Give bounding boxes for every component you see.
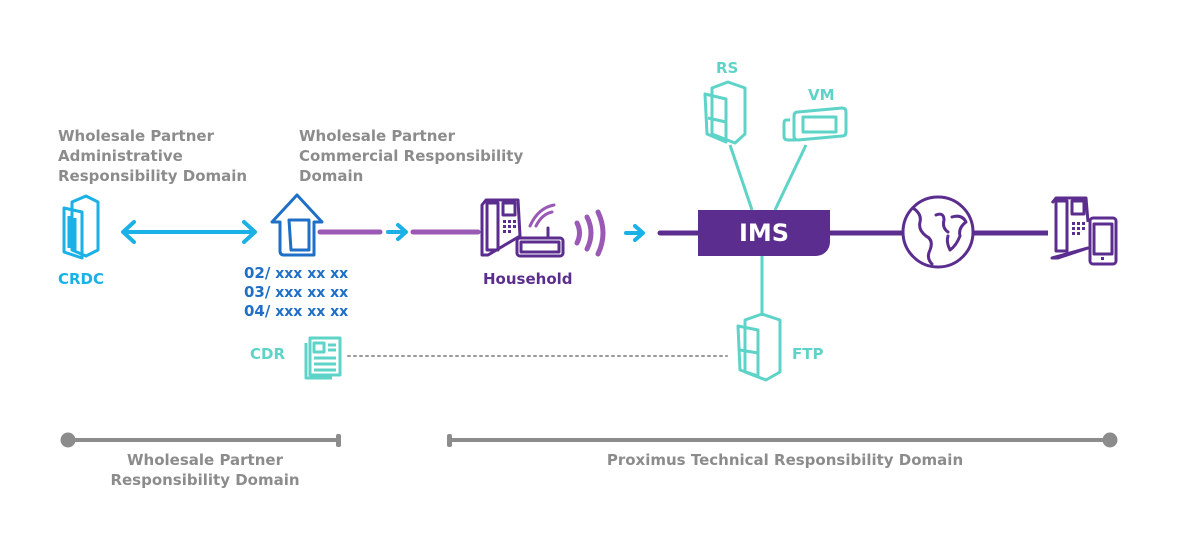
phone-number: 03/ xxx xx xx [244,283,349,301]
ims-node: IMS [698,210,830,256]
rs-to-ims-line [728,144,754,211]
rs-server-icon [703,80,747,145]
vm-to-ims-line [773,144,808,211]
admin-domain-line: Responsibility Domain [58,167,248,185]
globe-icon [901,195,975,269]
admin-domain-line: Administrative [58,147,183,165]
crdc-server-icon [62,194,100,260]
vm-label: VM [808,86,835,104]
house-icon [270,193,324,257]
phone-number: 02/ xxx xx xx [244,264,349,282]
wholesale-domain-line: Responsibility Domain [110,471,300,489]
cdr-label: CDR [250,345,286,363]
wireless-waves-icon [574,209,606,257]
ims-label: IMS [738,219,790,247]
arrow-to-household-icon [386,223,408,241]
household-phone-router-icon [480,198,565,258]
commercial-domain-header: Wholesale Partner Commercial Responsibil… [299,126,523,186]
proximus-domain-label: Proximus Technical Responsibility Domain [606,451,964,469]
admin-domain-header: Wholesale Partner Administrative Respons… [58,126,247,186]
phone-number-list: 02/ xxx xx xx 03/ xxx xx xx 04/ xxx xx x… [244,264,348,321]
ftp-server-icon [736,312,782,382]
proximus-domain-bar [447,432,1118,448]
household-label: Household [483,270,573,288]
wholesale-domain-label: Wholesale Partner Responsibility Domain [90,450,320,490]
commercial-domain-line: Wholesale Partner [299,127,455,145]
remote-phone-mobile-icon [1050,196,1118,266]
cdr-document-icon [304,336,342,380]
arrow-to-ims-icon [624,224,645,242]
rs-label: RS [716,59,739,77]
vm-voicemail-icon [782,106,848,142]
ftp-label: FTP [792,345,824,363]
crdc-label: CRDC [58,270,105,288]
wholesale-domain-bar [60,432,341,448]
commercial-domain-line: Domain [299,167,364,185]
wholesale-domain-line: Wholesale Partner [127,451,283,469]
remote-keypad-icon [1072,222,1104,260]
keypad-icon [503,220,516,233]
commercial-domain-line: Commercial Responsibility [299,147,524,165]
admin-domain-line: Wholesale Partner [58,127,214,145]
crdc-link-arrow [121,220,257,244]
phone-number: 04/ xxx xx xx [244,302,349,320]
